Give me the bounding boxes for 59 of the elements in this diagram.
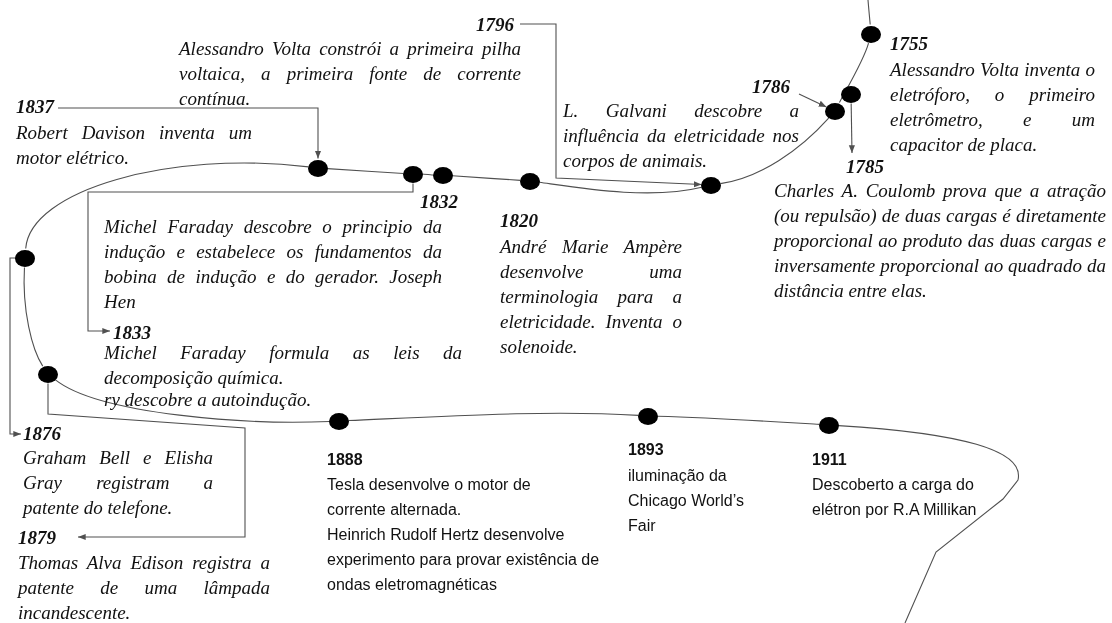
year-label: 1888 bbox=[327, 450, 363, 470]
timeline-dot bbox=[15, 249, 35, 267]
event-description: Tesla desenvolve o motor de corrente alternada. bbox=[327, 475, 532, 520]
timeline-line bbox=[347, 412, 640, 422]
event-description: Descoberto a carga do elétron por R.A Millikan bbox=[812, 475, 978, 520]
year-label: 1893 bbox=[628, 440, 664, 460]
timeline-dot bbox=[433, 166, 453, 184]
timeline-line bbox=[421, 173, 435, 176]
event-description: ry descobre a autoindução. bbox=[104, 388, 313, 412]
timeline-dot bbox=[329, 412, 349, 430]
timeline-line bbox=[23, 266, 44, 367]
event-description: Graham Bell e Elisha Gray registram a patente do telefone. bbox=[23, 446, 213, 520]
timeline-line bbox=[719, 117, 830, 185]
year-label: 1755 bbox=[890, 32, 928, 56]
timeline-line bbox=[867, 0, 871, 26]
year-label: 1837 bbox=[16, 95, 54, 119]
event-description: Robert Davison inventa um motor elétrico. bbox=[16, 121, 252, 170]
timeline-line bbox=[25, 162, 310, 250]
timeline-line bbox=[656, 415, 821, 425]
event-description: Alessandro Volta constrói a primeira pilha voltaica, a primeira fonte de corrente contínua. bbox=[179, 37, 521, 111]
timeline-dot bbox=[825, 102, 845, 120]
leader-arrow bbox=[47, 382, 246, 541]
timeline-dot bbox=[861, 25, 881, 43]
timeline-line bbox=[538, 181, 703, 194]
event-description: Thomas Alva Edison registra a patente de uma lâmpada incandescente. bbox=[18, 551, 270, 623]
timeline-line bbox=[838, 42, 870, 104]
timeline-dot bbox=[819, 416, 839, 434]
year-label: 1879 bbox=[18, 526, 56, 550]
timeline-dot bbox=[38, 365, 58, 383]
year-label: 1911 bbox=[812, 450, 847, 470]
timeline-dot bbox=[841, 85, 861, 103]
timeline-line bbox=[837, 425, 1019, 623]
event-description: iluminação da Chicago World’s Fair bbox=[628, 466, 745, 536]
timeline-line bbox=[54, 379, 331, 423]
year-label: 1876 bbox=[23, 422, 61, 446]
leader-arrow bbox=[57, 107, 322, 160]
year-label: 1786 bbox=[752, 75, 790, 99]
leader-arrow bbox=[798, 93, 827, 108]
timeline-dot bbox=[520, 172, 540, 190]
event-description: Charles A. Coulomb prova que a atração (ou repulsão) de duas cargas é diretamente proporcional ao produto das duas cargas e inversamente proporcional ao quadrado da distância entre elas. bbox=[774, 179, 1106, 303]
leader-arrow bbox=[9, 257, 22, 438]
timeline-line bbox=[326, 168, 405, 174]
timeline-dot bbox=[308, 159, 328, 177]
year-label: 1785 bbox=[846, 155, 884, 179]
event-description: Michel Faraday descobre o principio da indução e estabelece os fundamentos da bobina de indução e do gerador. Joseph Hen bbox=[104, 215, 442, 314]
year-label: 1796 bbox=[476, 13, 514, 37]
timeline-dot bbox=[701, 176, 721, 194]
event-description: Alessandro Volta inventa o eletróforo, o primeiro eletrômetro, e um capacitor de placa. bbox=[890, 58, 1095, 157]
leader-arrow bbox=[519, 23, 703, 188]
timeline-dot bbox=[638, 407, 658, 425]
year-label: 1820 bbox=[500, 209, 538, 233]
leader-arrow bbox=[848, 102, 855, 154]
leader-arrow bbox=[87, 182, 414, 335]
event-description: L. Galvani descobre a influência da eletricidade nos corpos de animais. bbox=[563, 99, 799, 173]
event-description: André Marie Ampère desenvolve uma terminologia para a eletricidade. Inventa o solenoide. bbox=[500, 235, 682, 359]
timeline-line bbox=[451, 175, 522, 181]
year-label: 1832 bbox=[420, 190, 458, 214]
timeline-dot bbox=[403, 165, 423, 183]
event-description: Heinrich Rudolf Hertz desenvolve experimento para provar existência de ondas eletromagnéticas bbox=[327, 525, 601, 595]
